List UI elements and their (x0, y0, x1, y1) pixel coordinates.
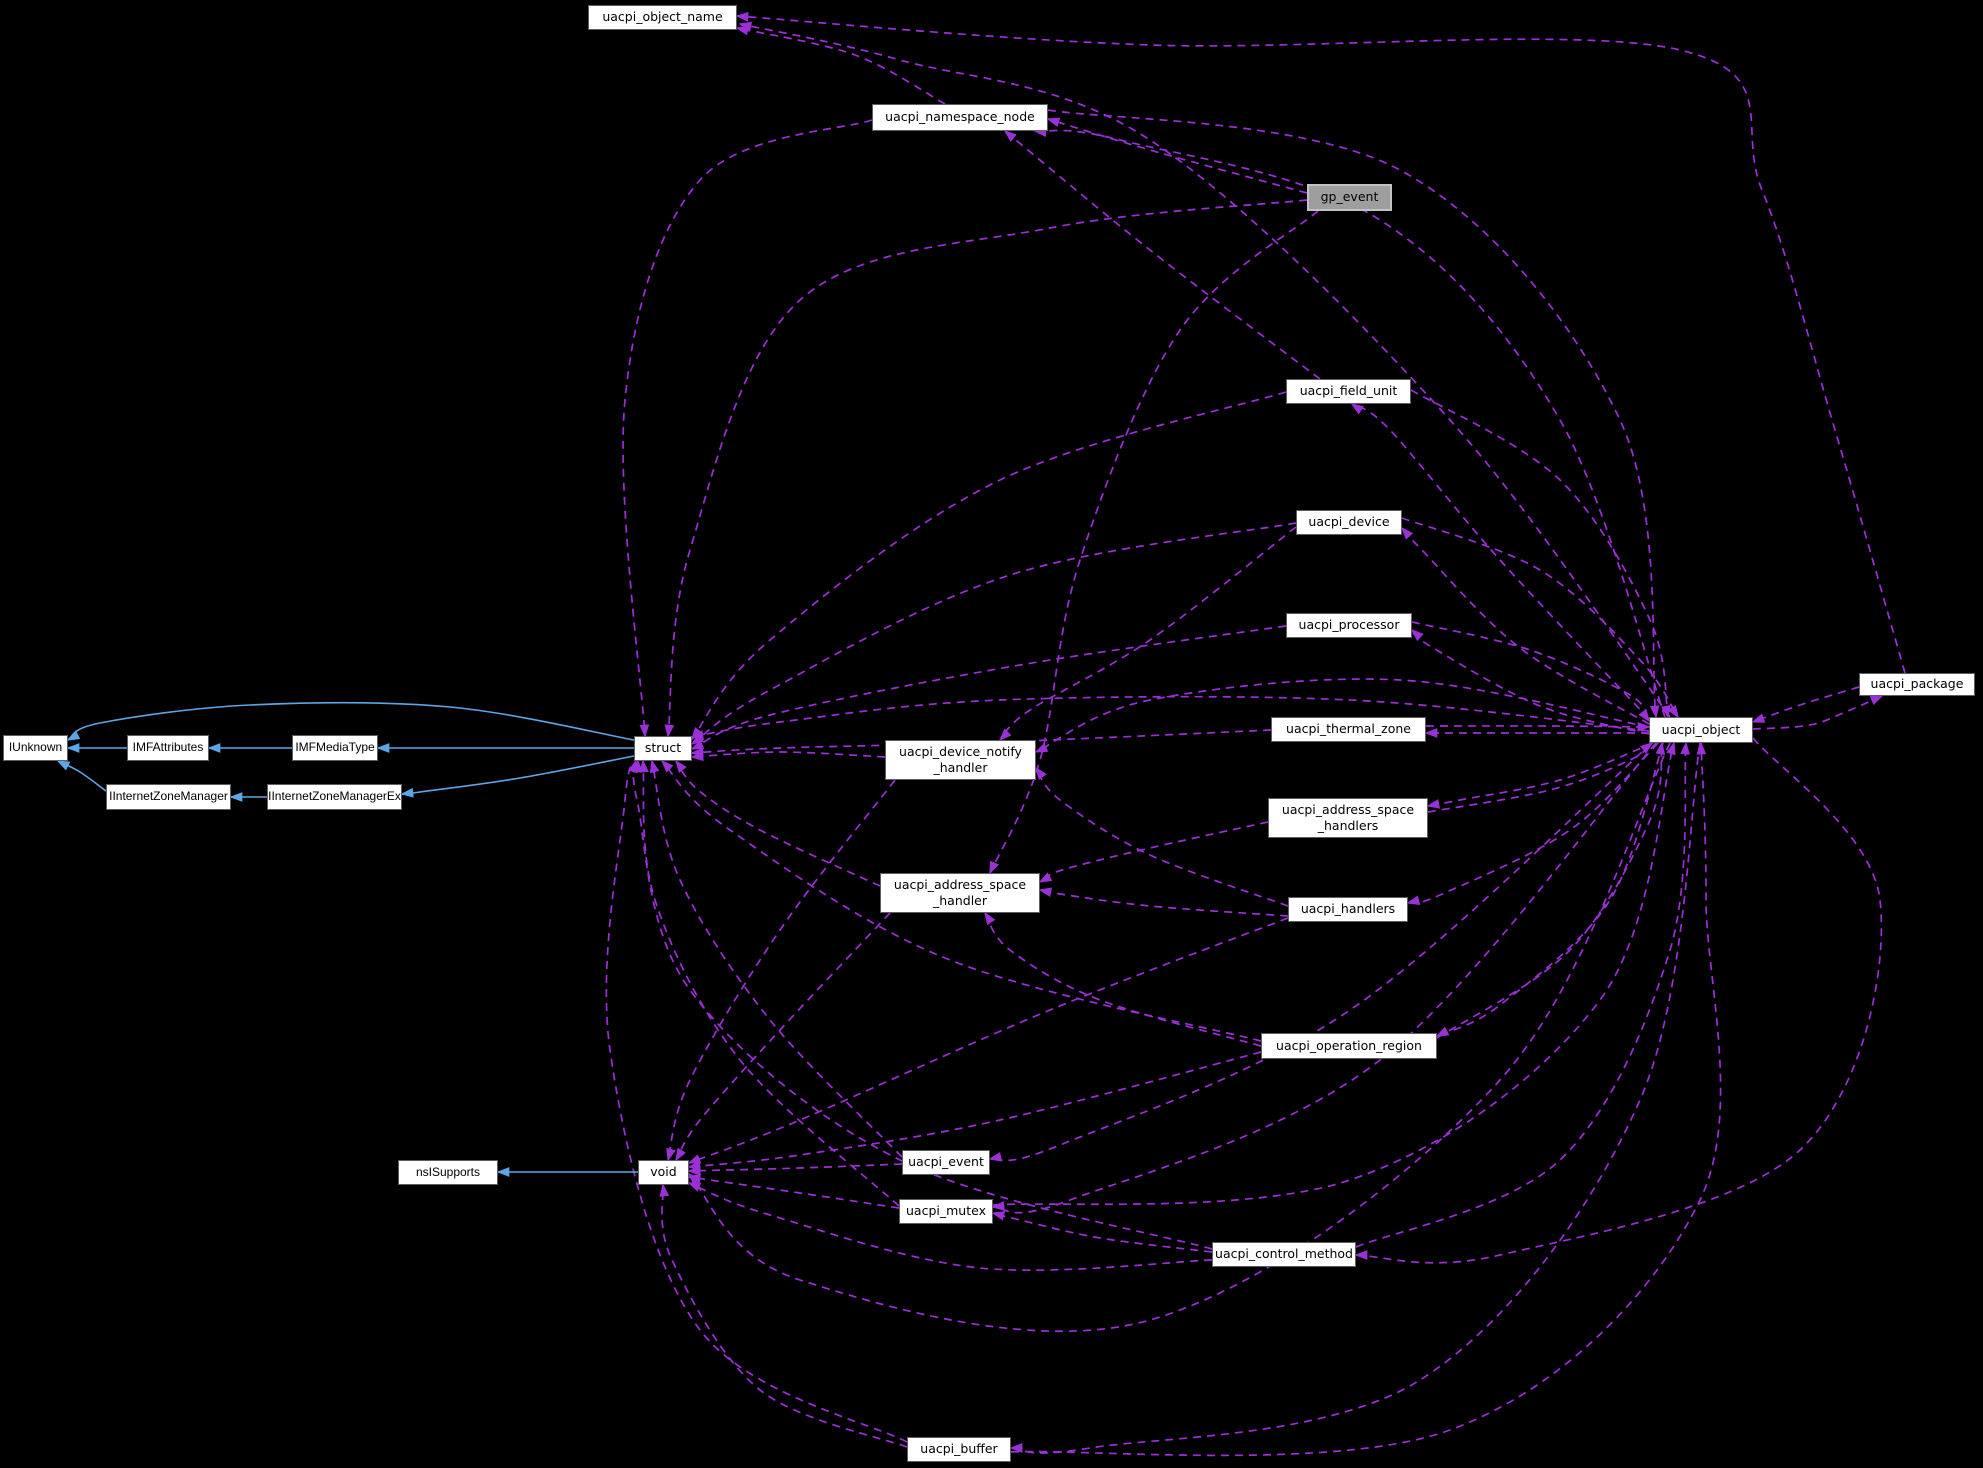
edge-gp_event-to-struct (664, 199, 1308, 738)
node-struct[interactable]: struct (634, 736, 692, 761)
edge-uacpi_object-to-uacpi_handlers (1406, 742, 1659, 905)
edge-uacpi_field_unit-to-uacpi_object (1410, 389, 1671, 719)
edge-struct-to-IUnknown (66, 702, 635, 741)
node-uacpi_operation_region[interactable]: uacpi_operation_region (1261, 1033, 1437, 1059)
node-IInternetZoneManager[interactable]: IInternetZoneManager (106, 784, 231, 810)
edge-uacpi_control_method-to-uacpi_object (1355, 741, 1690, 1248)
node-uacpi_package[interactable]: uacpi_package (1859, 673, 1975, 696)
node-uacpi_handlers[interactable]: uacpi_handlers (1288, 897, 1408, 922)
edge-uacpi_operation_region-to-uacpi_address_space_handler (984, 911, 1262, 1047)
edge-struct-to-IInternetZoneManagerEx (400, 755, 635, 798)
node-uacpi_address_space_handlers[interactable]: uacpi_address_space _handlers (1268, 798, 1428, 838)
edge-uacpi_object-to-uacpi_event (988, 742, 1653, 1162)
edge-uacpi_device-to-struct (690, 522, 1297, 745)
edge-uacpi_namespace_node-to-uacpi_object (1047, 109, 1660, 719)
edge-IInternetZoneManager-to-IUnknown (56, 760, 107, 792)
edge-uacpi_object-to-uacpi_processor (1410, 628, 1650, 735)
node-uacpi_object_name[interactable]: uacpi_object_name (588, 5, 737, 30)
edge-uacpi_operation_region-to-void (687, 1051, 1262, 1171)
edge-uacpi_object-to-void (687, 742, 1671, 1333)
node-uacpi_object[interactable]: uacpi_object (1649, 717, 1753, 743)
node-IInternetZoneManagerEx[interactable]: IInternetZoneManagerEx (267, 784, 402, 810)
node-nsISupports[interactable]: nsISupports (398, 1160, 498, 1185)
node-IMFAttributes[interactable]: IMFAttributes (127, 735, 209, 761)
node-uacpi_address_space_handler[interactable]: uacpi_address_space _handler (880, 873, 1040, 913)
edge-uacpi_event-to-void (687, 1163, 903, 1176)
edge-gp_event-to-uacpi_address_space_handler (989, 210, 1319, 875)
edge-uacpi_object-to-uacpi_device_notify_handler (1034, 678, 1650, 753)
edge-gp_event-to-uacpi_namespace_node (1046, 117, 1308, 194)
edge-uacpi_buffer-to-void (659, 1183, 908, 1448)
node-uacpi_thermal_zone[interactable]: uacpi_thermal_zone (1271, 717, 1426, 742)
node-gp_event[interactable]: gp_event (1307, 184, 1392, 211)
edge-uacpi_device_notify_handler-to-void (666, 779, 896, 1162)
edge-uacpi_buffer-to-struct (605, 759, 908, 1443)
edge-uacpi_buffer-to-uacpi_object (1010, 741, 1722, 1457)
edge-uacpi_event-to-struct (649, 759, 903, 1158)
edge-uacpi_package-to-uacpi_object (1751, 686, 1860, 723)
edge-uacpi_handlers-to-uacpi_address_space_handler (1038, 887, 1289, 917)
edge-uacpi_object-to-uacpi_namespace_node (1033, 127, 1666, 718)
edge-uacpi_processor-to-struct (690, 625, 1287, 750)
edge-uacpi_control_method-to-uacpi_mutex (991, 1211, 1213, 1253)
edge-uacpi_object-to-uacpi_control_method (1354, 737, 1883, 1264)
edge-uacpi_field_unit-to-struct (690, 391, 1287, 741)
edge-uacpi_mutex-to-uacpi_object (992, 741, 1676, 1206)
edge-uacpi_field_unit-to-uacpi_namespace_node (1003, 129, 1321, 380)
edge-uacpi_object-to-uacpi_field_unit (1350, 403, 1650, 720)
node-IUnknown[interactable]: IUnknown (3, 735, 68, 761)
node-uacpi_mutex[interactable]: uacpi_mutex (899, 1199, 993, 1224)
edge-uacpi_object-to-struct (690, 695, 1650, 740)
edge-uacpi_address_space_handler-to-void (675, 912, 891, 1162)
node-void[interactable]: void (638, 1160, 689, 1185)
edge-uacpi_control_method-to-void (687, 1182, 1213, 1272)
edge-uacpi_device-to-uacpi_object (1401, 517, 1679, 719)
edge-uacpi_object-to-uacpi_mutex (991, 742, 1657, 1214)
edge-uacpi_package-to-uacpi_object_name (735, 11, 1906, 674)
edge-uacpi_control_method-to-struct (632, 759, 1213, 1250)
edge-uacpi_object-to-uacpi_object_name (738, 21, 1671, 718)
edge-uacpi_object-to-uacpi_operation_region (1435, 742, 1664, 1037)
edge-uacpi_namespace_node-to-uacpi_object_name (735, 25, 946, 105)
edge-uacpi_object-to-uacpi_device (1400, 526, 1650, 725)
edge-uacpi_operation_region-to-uacpi_object (1436, 741, 1666, 1039)
edge-uacpi_device_notify_handler-to-struct (690, 751, 886, 762)
edge-uacpi_handlers-to-uacpi_device_notify_handler (1035, 766, 1289, 907)
node-uacpi_field_unit[interactable]: uacpi_field_unit (1286, 379, 1411, 404)
node-uacpi_processor[interactable]: uacpi_processor (1286, 613, 1412, 638)
edge-uacpi_handlers-to-void (687, 917, 1289, 1164)
edge-uacpi_object-to-uacpi_package (1752, 695, 1884, 730)
node-uacpi_control_method[interactable]: uacpi_control_method (1212, 1242, 1356, 1267)
edge-uacpi_object-to-uacpi_buffer (1009, 742, 1701, 1454)
edge-uacpi_thermal_zone-to-uacpi_object (1425, 722, 1651, 732)
edge-uacpi_address_space_handlers-to-uacpi_object (1427, 742, 1654, 813)
node-uacpi_namespace_node[interactable]: uacpi_namespace_node (872, 104, 1048, 131)
edge-uacpi_namespace_node-to-struct (622, 119, 873, 738)
node-uacpi_device_notify_handler[interactable]: uacpi_device_notify _handler (885, 740, 1036, 780)
node-IMFMediaType[interactable]: IMFMediaType (292, 735, 378, 761)
edge-uacpi_device-to-uacpi_device_notify_handler (998, 526, 1297, 742)
edge-uacpi_address_space_handler-to-struct (675, 759, 881, 887)
node-uacpi_device[interactable]: uacpi_device (1296, 510, 1402, 535)
node-uacpi_buffer[interactable]: uacpi_buffer (907, 1437, 1011, 1462)
node-uacpi_event[interactable]: uacpi_event (902, 1150, 990, 1175)
edge-uacpi_address_space_handlers-to-uacpi_address_space_handler (1038, 821, 1269, 883)
edge-uacpi_processor-to-uacpi_object (1411, 621, 1650, 723)
edge-uacpi_mutex-to-void (687, 1173, 900, 1209)
